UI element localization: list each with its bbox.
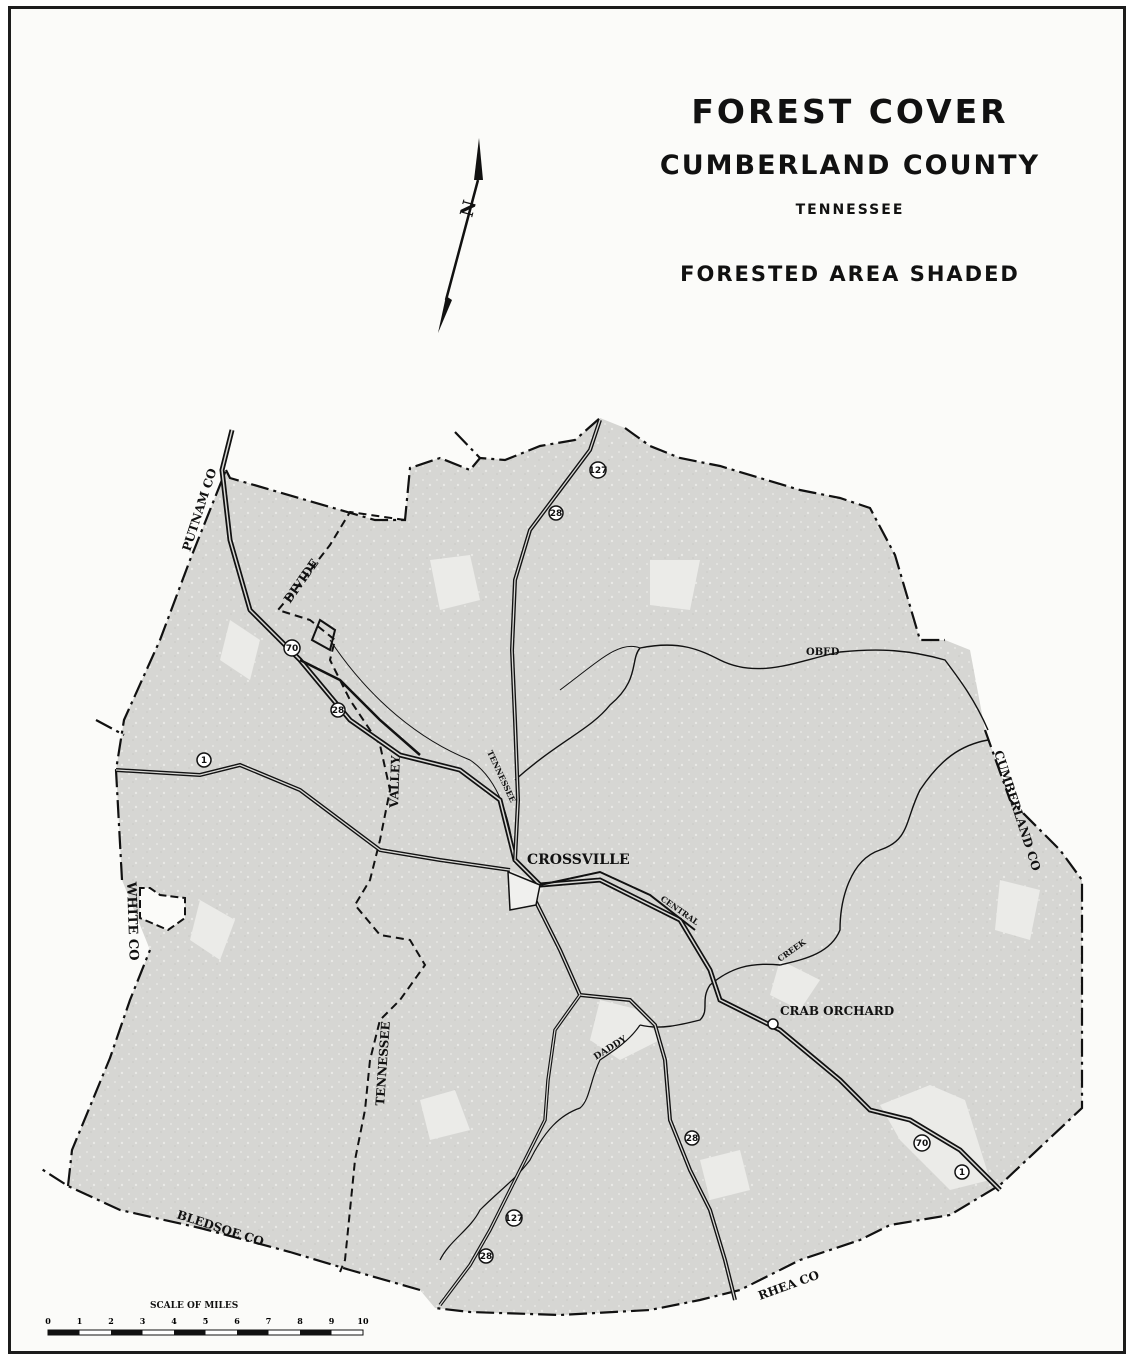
scale-block — [237, 1330, 269, 1335]
scale-tick-label: 9 — [329, 1316, 335, 1326]
svg-text:28: 28 — [550, 509, 563, 519]
county-boundary — [39, 417, 1084, 1317]
white-co-label: WHITE CO — [123, 881, 141, 961]
route-marker: 70 — [913, 1134, 931, 1152]
scale-bar: SCALE OF MILES 0 1 2 3 4 5 6 7 8 9 10 — [45, 1301, 369, 1336]
scale-tick-label: 0 — [45, 1316, 51, 1326]
svg-text:70: 70 — [286, 644, 299, 654]
crossville-outline — [507, 870, 541, 911]
crab-orchard-label: CRAB ORCHARD — [780, 1004, 894, 1018]
tennessee-label-south: TENNESSEE — [373, 1021, 393, 1106]
scale-tick-label: 1 — [77, 1316, 83, 1326]
route-markers: 28 127 70 28 1 28 127 28 70 1 — [196, 461, 970, 1264]
route-marker: 1 — [954, 1164, 970, 1180]
svg-text:70: 70 — [916, 1139, 929, 1149]
obed-label: OBED — [806, 647, 840, 658]
scale-tick-label: 8 — [297, 1316, 303, 1326]
route-marker: 70 — [283, 639, 301, 657]
route-marker: 28 — [684, 1130, 700, 1146]
route-marker: 28 — [548, 505, 564, 521]
scale-block — [111, 1330, 143, 1335]
scale-tick-label: 3 — [140, 1316, 146, 1326]
scale-tick-label: 2 — [108, 1316, 114, 1326]
crossville-label: CROSSVILLE — [527, 852, 630, 868]
svg-text:28: 28 — [686, 1134, 699, 1144]
county-title: CUMBERLAND COUNTY — [659, 150, 1041, 181]
north-arrow: N — [438, 138, 483, 333]
scale-block — [300, 1330, 332, 1335]
cleared-areas — [190, 555, 1040, 1200]
map-title: FOREST COVER — [691, 92, 1009, 131]
scale-tick-label: 7 — [266, 1316, 272, 1326]
daddy-creek — [439, 1024, 641, 1261]
svg-text:28: 28 — [332, 706, 345, 716]
county-forest-area — [68, 418, 1082, 1315]
route-marker: 127 — [505, 1209, 524, 1227]
svg-text:28: 28 — [480, 1252, 493, 1262]
scale-tick-labels: 0 1 2 3 4 5 6 7 8 9 10 — [45, 1316, 369, 1326]
valley-divide-line — [276, 510, 427, 1273]
obed-river — [514, 644, 989, 1028]
route-marker: 1 — [196, 752, 212, 768]
route-marker: 28 — [478, 1248, 494, 1264]
north-arrow-letter: N — [457, 198, 482, 219]
state-title: TENNESSEE — [795, 202, 905, 218]
scale-tick-label: 4 — [171, 1316, 177, 1326]
route-marker: 127 — [589, 461, 608, 479]
scale-tick-label: 5 — [203, 1316, 209, 1326]
scale-title: SCALE OF MILES — [150, 1301, 238, 1311]
valley-label: VALLEY — [387, 755, 403, 809]
svg-text:1: 1 — [201, 756, 207, 766]
scale-tick-label: 10 — [357, 1316, 369, 1326]
scale-block — [48, 1330, 80, 1335]
route-marker: 28 — [330, 702, 346, 718]
legend-text: FORESTED AREA SHADED — [680, 262, 1020, 286]
scale-block — [174, 1330, 206, 1335]
crab-orchard-marker — [767, 1018, 779, 1030]
white-co-notch — [139, 887, 186, 932]
scale-tick-label: 6 — [234, 1316, 240, 1326]
svg-text:127: 127 — [589, 466, 608, 476]
svg-text:1: 1 — [959, 1168, 965, 1178]
svg-text:127: 127 — [505, 1214, 524, 1224]
